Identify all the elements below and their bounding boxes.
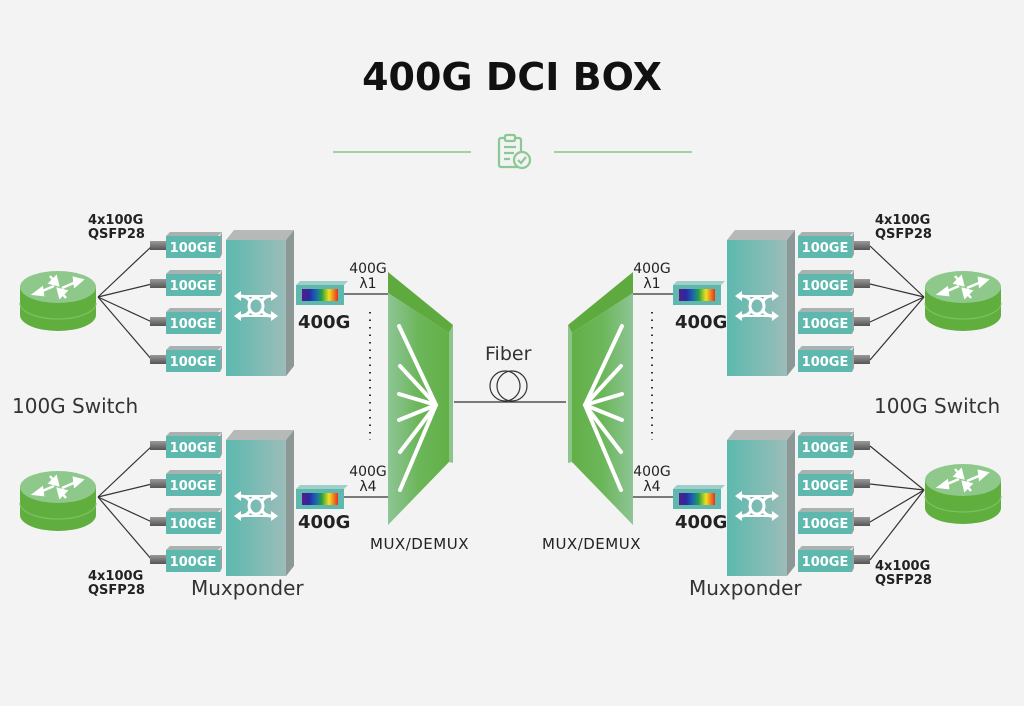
muxponder-icon bbox=[725, 428, 797, 578]
port-label: 100GE bbox=[801, 279, 849, 294]
port-label: 100GE bbox=[169, 517, 217, 532]
mux-demux-left bbox=[388, 272, 453, 525]
lambda-rate: 400G bbox=[349, 261, 387, 277]
muxponder-label-left: Muxponder bbox=[191, 576, 304, 600]
port-label: 100GE bbox=[801, 441, 849, 456]
router-icon bbox=[923, 462, 1003, 526]
transceiver-icon bbox=[673, 485, 725, 509]
port-label: 100GE bbox=[801, 355, 849, 370]
port-label: 100GE bbox=[801, 479, 849, 494]
transceiver-label: 400G bbox=[298, 312, 351, 333]
port-label: 100GE bbox=[169, 555, 217, 570]
qsfp-type: QSFP28 bbox=[875, 573, 932, 588]
mux-demux-right bbox=[568, 272, 633, 525]
fiber-label: Fiber bbox=[485, 343, 532, 365]
port-label: 100GE bbox=[801, 241, 849, 256]
switch-label-left: 100G Switch bbox=[12, 394, 139, 418]
port-label: 100GE bbox=[169, 355, 217, 370]
muxponder-icon bbox=[224, 428, 296, 578]
transceiver-label: 400G bbox=[675, 512, 728, 533]
transceiver-label: 400G bbox=[675, 312, 728, 333]
lambda-rate: 400G bbox=[633, 464, 671, 480]
qsfp-label-left-bottom: 4x100G QSFP28 bbox=[88, 570, 145, 598]
transceiver-icon bbox=[296, 485, 348, 509]
port-label: 100GE bbox=[801, 317, 849, 332]
port-label: 100GE bbox=[801, 555, 849, 570]
qsfp-type: QSFP28 bbox=[88, 227, 145, 242]
port-label: 100GE bbox=[169, 241, 217, 256]
router-icon bbox=[923, 269, 1003, 333]
transceiver-icon bbox=[673, 281, 725, 305]
mux-label-right: MUX/DEMUX bbox=[542, 535, 641, 553]
qsfp-rate: 4x100G bbox=[875, 559, 931, 574]
qsfp-type: QSFP28 bbox=[88, 583, 145, 598]
qsfp-rate: 4x100G bbox=[88, 569, 144, 584]
lambda-label-right-bottom: 400G λ4 bbox=[629, 465, 675, 495]
lambda-rate: 400G bbox=[633, 261, 671, 277]
right-top-links bbox=[869, 245, 925, 361]
port-label: 100GE bbox=[801, 517, 849, 532]
qsfp-type: QSFP28 bbox=[875, 227, 932, 242]
left-top-links bbox=[97, 245, 153, 361]
lambda-rate: 400G bbox=[349, 464, 387, 480]
muxponder-icon bbox=[224, 228, 296, 378]
router-icon bbox=[18, 269, 98, 333]
lambda-label-right-top: 400G λ1 bbox=[629, 262, 675, 292]
lambda-id: λ4 bbox=[359, 479, 377, 495]
qsfp-rate: 4x100G bbox=[88, 213, 144, 228]
lambda-id: λ1 bbox=[359, 276, 377, 292]
left-bottom-links bbox=[97, 445, 153, 561]
lambda-label-left-bottom: 400G λ4 bbox=[345, 465, 391, 495]
muxponder-label-right: Muxponder bbox=[689, 576, 802, 600]
lambda-id: λ1 bbox=[643, 276, 661, 292]
lambda-id: λ4 bbox=[643, 479, 661, 495]
qsfp-rate: 4x100G bbox=[875, 213, 931, 228]
port-label: 100GE bbox=[169, 441, 217, 456]
right-bottom-links bbox=[869, 445, 925, 561]
transceiver-label: 400G bbox=[298, 512, 351, 533]
router-icon bbox=[18, 469, 98, 533]
switch-label-right: 100G Switch bbox=[874, 394, 1001, 418]
muxponder-icon bbox=[725, 228, 797, 378]
divider-left bbox=[333, 151, 471, 153]
port-label: 100GE bbox=[169, 479, 217, 494]
port-label: 100GE bbox=[169, 279, 217, 294]
lambda-label-left-top: 400G λ1 bbox=[345, 262, 391, 292]
clipboard-check-icon bbox=[497, 133, 532, 170]
port-label: 100GE bbox=[169, 317, 217, 332]
page-title: 400G DCI BOX bbox=[362, 55, 662, 99]
mux-label-left: MUX/DEMUX bbox=[370, 535, 469, 553]
transceiver-icon bbox=[296, 281, 348, 305]
qsfp-label-right-top: 4x100G QSFP28 bbox=[875, 214, 932, 242]
divider-right bbox=[554, 151, 692, 153]
qsfp-label-right-bottom: 4x100G QSFP28 bbox=[875, 560, 932, 588]
fiber-coil-icon bbox=[454, 370, 566, 403]
connector-icons bbox=[150, 241, 166, 564]
qsfp-label-left-top: 4x100G QSFP28 bbox=[88, 214, 145, 242]
connector-icons bbox=[854, 241, 870, 564]
